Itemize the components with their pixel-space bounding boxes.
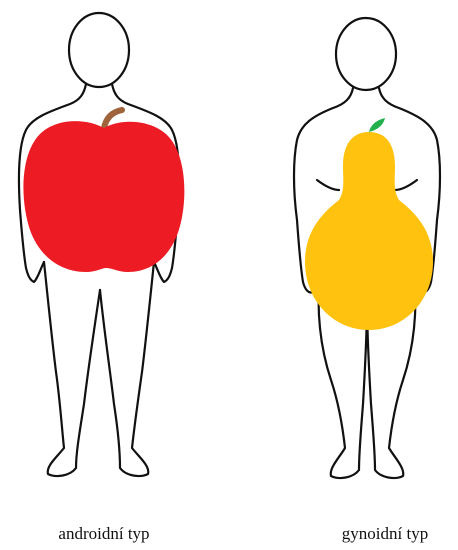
android-type-caption: androidní typ [14, 524, 194, 544]
android-body-figure [0, 0, 229, 520]
gynoid-body-figure [229, 0, 458, 520]
gynoid-type-caption: gynoidní typ [295, 524, 458, 544]
pear-icon [229, 0, 458, 520]
apple-icon [0, 0, 229, 520]
